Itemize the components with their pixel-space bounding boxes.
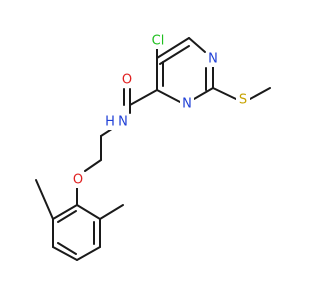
molecule-structure: Cl N N S O H N O	[35, 33, 271, 261]
bond	[156, 37, 190, 59]
bond	[76, 246, 101, 261]
ring-nitrogen-bottom: N	[180, 96, 194, 112]
bond	[84, 159, 102, 172]
sulfur-atom: S	[236, 92, 250, 108]
amide-nitrogen-label: N	[118, 115, 128, 130]
carbonyl-oxygen-label: O	[122, 73, 132, 88]
bond	[156, 89, 181, 103]
bond	[57, 210, 77, 223]
bond	[193, 87, 214, 100]
amide-hydrogen-label: H	[105, 115, 115, 130]
chlorine-label: Cl	[152, 34, 165, 49]
ether-oxygen: O	[71, 172, 85, 188]
bond	[76, 204, 101, 220]
bond	[159, 45, 190, 65]
bond	[35, 179, 54, 220]
carbonyl-oxygen: O	[120, 72, 134, 88]
bond	[52, 204, 78, 220]
ring-nitrogen-top-label: N	[208, 52, 218, 67]
bond	[249, 87, 271, 100]
ether-oxygen-label: O	[73, 173, 83, 188]
sulfur-label: S	[239, 93, 247, 108]
bonds	[35, 37, 271, 261]
atom-labels: Cl N N S O H N O	[71, 33, 250, 188]
bond	[212, 87, 237, 100]
ring-nitrogen-bottom-label: N	[182, 97, 192, 112]
amide-nitrogen: H N	[104, 114, 130, 130]
bond	[57, 242, 77, 255]
bond	[188, 37, 206, 53]
chlorine-atom: Cl	[147, 33, 169, 49]
ring-nitrogen-top: N	[206, 51, 220, 67]
bond	[52, 246, 78, 261]
bond	[129, 89, 158, 106]
bond	[99, 204, 124, 220]
